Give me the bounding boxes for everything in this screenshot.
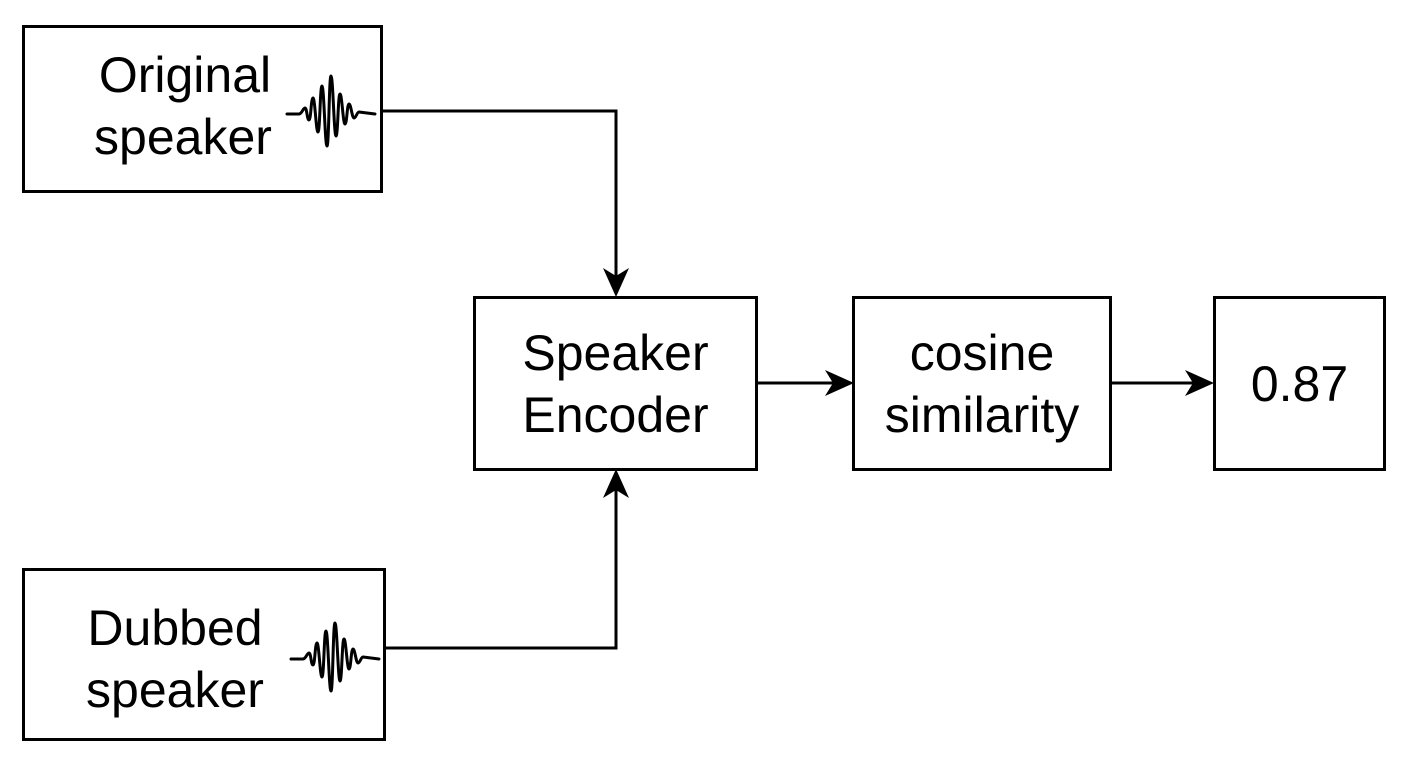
- speaker-encoder-label: Speaker Encoder: [522, 322, 708, 446]
- speaker-encoder-label-line1: Speaker: [522, 324, 709, 381]
- edge-original-to-encoder: [382, 109, 629, 297]
- speaker-encoder-box: Speaker Encoder: [473, 296, 758, 471]
- original-speaker-label-line1: Original: [98, 47, 272, 103]
- cosine-similarity-label: cosine similarity: [885, 322, 1079, 446]
- original-speaker-label-line2: speaker: [94, 109, 272, 165]
- edge-dubbed-to-encoder: [386, 469, 629, 650]
- waveform-icon: [289, 621, 381, 693]
- original-speaker-label: Original speaker: [83, 44, 283, 168]
- dubbed-speaker-box: Dubbed speaker: [22, 568, 386, 741]
- dubbed-speaker-label-line2: speaker: [86, 662, 264, 718]
- edge-encoder-to-cosine: [757, 370, 854, 396]
- cosine-similarity-label-line2: similarity: [884, 386, 1080, 443]
- arrowhead-right-icon: [825, 370, 854, 396]
- cosine-similarity-box: cosine similarity: [852, 296, 1112, 471]
- dubbed-speaker-label-line1: Dubbed: [87, 600, 263, 656]
- arrowhead-right-icon: [1185, 370, 1214, 396]
- similarity-score-value: 0.87: [1250, 355, 1349, 412]
- waveform-icon: [285, 74, 377, 148]
- cosine-similarity-label-line1: cosine: [909, 324, 1055, 381]
- dubbed-speaker-label: Dubbed speaker: [75, 597, 275, 721]
- speaker-encoder-label-line2: Encoder: [522, 386, 709, 443]
- edge-cosine-to-score: [1111, 370, 1214, 396]
- original-speaker-box: Original speaker: [22, 25, 383, 193]
- arrowhead-up-icon: [603, 469, 629, 498]
- arrowhead-down-icon: [603, 268, 629, 297]
- similarity-score-box: 0.87: [1213, 296, 1386, 471]
